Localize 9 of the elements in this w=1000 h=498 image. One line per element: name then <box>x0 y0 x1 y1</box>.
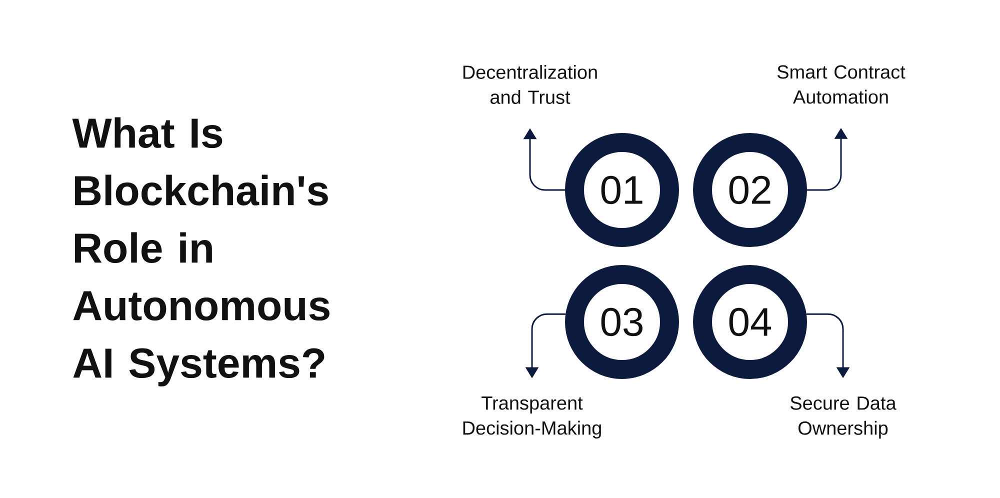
numbered-ring: 03 <box>565 265 679 379</box>
step-label: Transparent Decision-Making <box>463 396 601 438</box>
title: What Is Blockchain's Role in Autonomous AI Systems? <box>72 117 330 386</box>
numbered-ring: 01 <box>565 133 679 247</box>
numbered-ring: 02 <box>693 133 807 247</box>
step-label: Secure Data Ownership <box>790 396 896 439</box>
step-label: Decentralization and Trust <box>463 65 597 104</box>
numbered-ring: 04 <box>693 265 807 379</box>
step-label: Smart Contract Automation <box>777 65 906 104</box>
